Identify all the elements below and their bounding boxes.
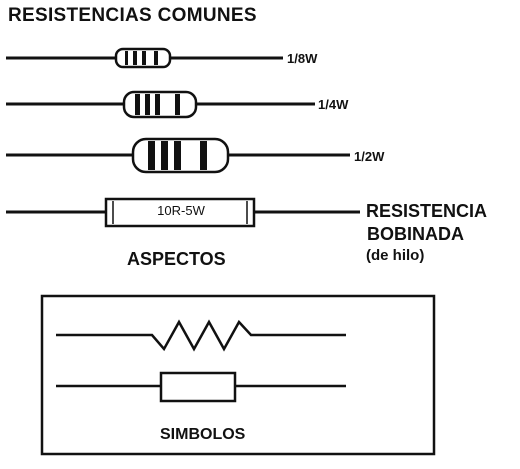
wattage-label-1-4w: 1/4W bbox=[318, 97, 349, 112]
wirewound-label-line3: (de hilo) bbox=[366, 247, 425, 264]
wirewound-label-line1: RESISTENCIA bbox=[366, 201, 488, 221]
zigzag-resistor-symbol bbox=[56, 319, 346, 352]
symbols-caption: SIMBOLOS bbox=[160, 426, 246, 443]
resistor-1-2w bbox=[6, 137, 350, 174]
wattage-label-1-2w: 1/2W bbox=[354, 149, 385, 164]
aspects-caption: ASPECTOS bbox=[127, 249, 226, 269]
box-resistor-symbol bbox=[56, 371, 346, 403]
symbols-box bbox=[40, 294, 436, 456]
wattage-label-1-8w: 1/8W bbox=[287, 51, 318, 66]
resistor-1-4w bbox=[6, 90, 315, 119]
resistor-1-8w bbox=[6, 47, 283, 69]
wirewound-marking: 10R-5W bbox=[157, 203, 205, 218]
resistor-wirewound bbox=[6, 197, 360, 228]
page-title: RESISTENCIAS COMUNES bbox=[8, 5, 257, 26]
wirewound-label-line2: BOBINADA bbox=[367, 224, 464, 244]
